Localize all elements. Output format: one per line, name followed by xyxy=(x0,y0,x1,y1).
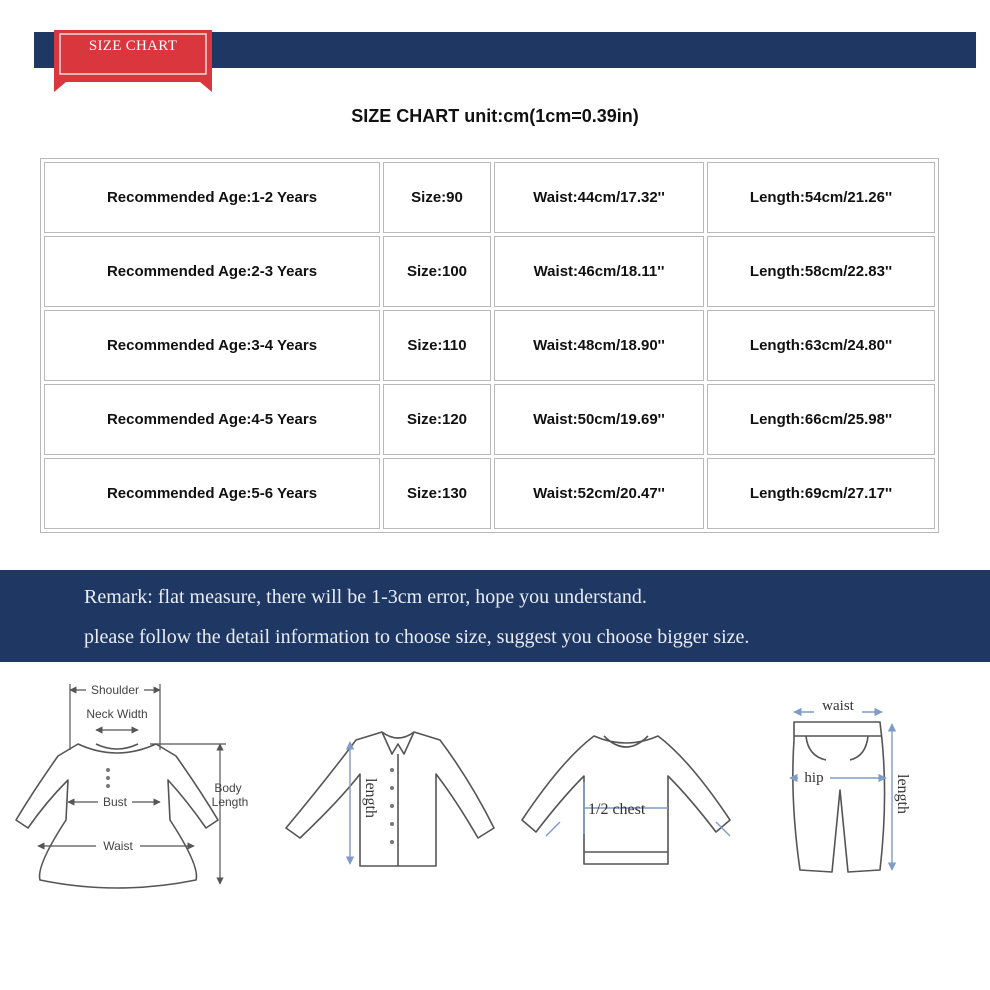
pants-length-label: length xyxy=(894,774,911,814)
sweater-icon: 1/2 chest xyxy=(521,735,731,865)
table-cell-waist: Waist:50cm/19.69'' xyxy=(494,384,704,455)
table-cell-age: Recommended Age:4-5 Years xyxy=(44,384,380,455)
table-cell-waist: Waist:48cm/18.90'' xyxy=(494,310,704,381)
shirt-length-label: length xyxy=(362,778,379,818)
pants-icon: waist hip length xyxy=(789,698,911,873)
table-cell-length: Length:63cm/24.80'' xyxy=(707,310,935,381)
table-cell-length: Length:54cm/21.26'' xyxy=(707,162,935,233)
table-cell-size: Size:120 xyxy=(383,384,491,455)
dress-icon: Shoulder Neck Width Bust Waist Body Leng… xyxy=(15,682,249,889)
remark-line-2: please follow the detail information to … xyxy=(84,626,750,648)
dress-neck-width-label: Neck Width xyxy=(86,707,147,721)
table-cell-age: Recommended Age:3-4 Years xyxy=(44,310,380,381)
table-cell-waist: Waist:52cm/20.47'' xyxy=(494,458,704,529)
page-title: SIZE CHART unit:cm(1cm=0.39in) xyxy=(351,106,639,126)
table-cell-age: Recommended Age:1-2 Years xyxy=(44,162,380,233)
measurement-diagrams: Shoulder Neck Width Bust Waist Body Leng… xyxy=(0,670,990,910)
table-cell-length: Length:69cm/27.17'' xyxy=(707,458,935,529)
remark-line-1: Remark: flat measure, there will be 1-3c… xyxy=(84,586,647,608)
table-cell-length: Length:66cm/25.98'' xyxy=(707,384,935,455)
shirt-icon: length xyxy=(285,731,495,867)
table-cell-size: Size:100 xyxy=(383,236,491,307)
table-cell-waist: Waist:44cm/17.32'' xyxy=(494,162,704,233)
table-cell-age: Recommended Age:2-3 Years xyxy=(44,236,380,307)
dress-waist-label: Waist xyxy=(103,839,133,853)
ribbon-label: SIZE CHART xyxy=(88,38,178,54)
table-cell-age: Recommended Age:5-6 Years xyxy=(44,458,380,529)
remark-banner: Remark: flat measure, there will be 1-3c… xyxy=(0,570,990,662)
dress-bust-label: Bust xyxy=(103,795,128,809)
table-cell-size: Size:130 xyxy=(383,458,491,529)
ribbon-badge xyxy=(54,30,212,92)
sweater-chest-label: 1/2 chest xyxy=(588,801,646,818)
pants-waist-label: waist xyxy=(822,698,854,714)
table-cell-waist: Waist:46cm/18.11'' xyxy=(494,236,704,307)
pants-hip-label: hip xyxy=(804,770,823,786)
dress-shoulder-label: Shoulder xyxy=(91,683,139,697)
dress-body-label: Body xyxy=(214,781,241,795)
table-cell-size: Size:90 xyxy=(383,162,491,233)
dress-length-label: Length xyxy=(212,795,249,809)
table-cell-length: Length:58cm/22.83'' xyxy=(707,236,935,307)
table-cell-size: Size:110 xyxy=(383,310,491,381)
